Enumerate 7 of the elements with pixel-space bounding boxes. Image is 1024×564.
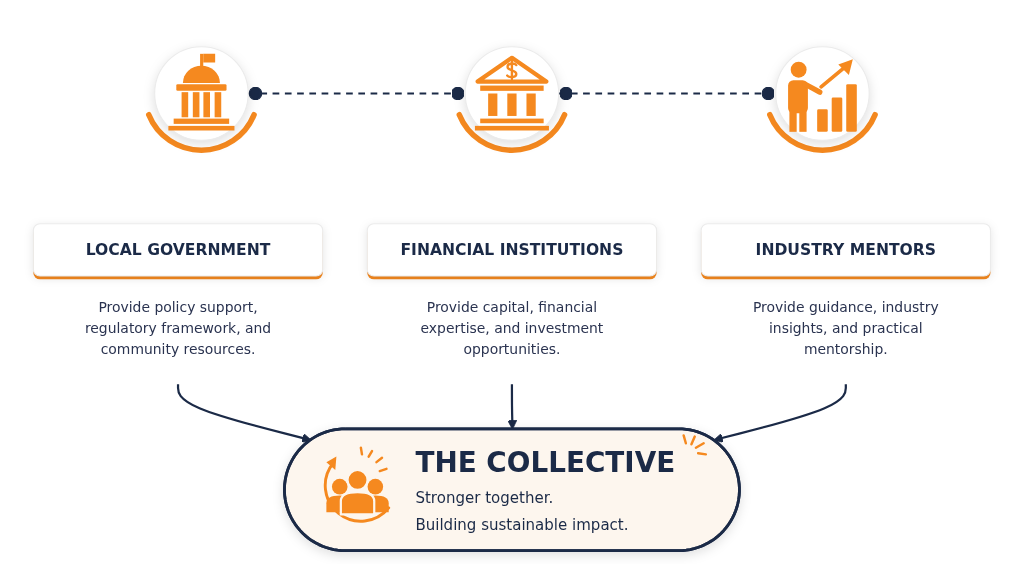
node-label: Provide guidance, industry insights, and practical mentorship. xyxy=(753,298,939,357)
connector xyxy=(558,86,776,101)
connector xyxy=(248,86,466,101)
arrow xyxy=(713,384,847,443)
node-label: Provide policy support, regulatory framework, and community resources. xyxy=(84,298,272,357)
node-label: Provide capital, financial expertise, and investment opportunities. xyxy=(420,298,604,357)
arrow xyxy=(177,384,312,443)
